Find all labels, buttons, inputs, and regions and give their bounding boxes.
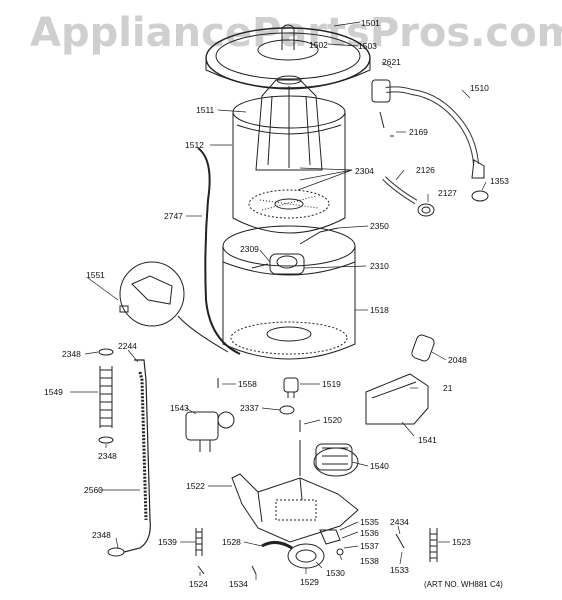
callout-1353: 1353 (490, 176, 509, 186)
callout-1528: 1528 (222, 537, 241, 547)
callout-1538: 1538 (360, 556, 379, 566)
part-1524 (197, 565, 205, 575)
detail-callout-bubble (119, 261, 229, 353)
drive-motor (313, 443, 359, 477)
callout-2337: 2337 (240, 403, 259, 413)
callout-2621: 2621 (382, 57, 401, 67)
callout-1535: 1535 (360, 517, 379, 527)
callout-1512: 1512 (185, 140, 204, 150)
wash-basket (232, 95, 346, 234)
callout-2127: 2127 (438, 188, 457, 198)
callout-1536: 1536 (360, 528, 379, 538)
callout-1511: 1511 (196, 105, 215, 115)
pressure-tube (197, 147, 241, 355)
callout-2434: 2434 (390, 517, 409, 527)
callout-1502: 1502 (309, 40, 328, 50)
leader-lines (70, 21, 487, 580)
bushing-1519 (283, 377, 299, 398)
pump-assembly (261, 529, 344, 569)
callout-2747: 2747 (164, 211, 183, 221)
screw-1534 (251, 565, 257, 575)
callout-1549: 1549 (44, 387, 63, 397)
spring-1539 (195, 528, 203, 556)
callout-2169: 2169 (409, 127, 428, 137)
callout-1529: 1529 (300, 577, 319, 587)
callout-1540: 1540 (370, 461, 389, 471)
callout-1524: 1524 (189, 579, 208, 589)
callout-2310: 2310 (370, 261, 389, 271)
base-frame (231, 440, 359, 543)
outer-tub-top (222, 225, 356, 276)
drain-hose-1549 (98, 348, 114, 444)
callout-2348-mid: 2348 (98, 451, 117, 461)
art-number: (ART NO. WH881 C4) (424, 580, 503, 589)
clamp-1353 (471, 190, 489, 202)
callout-1558: 1558 (238, 379, 257, 389)
balance-ring (205, 24, 371, 90)
callout-2244: 2244 (118, 341, 137, 351)
callout-1501: 1501 (361, 18, 380, 28)
callout-2126: 2126 (416, 165, 435, 175)
callout-1522: 1522 (186, 481, 205, 491)
callout-1520: 1520 (323, 415, 342, 425)
callout-21: 21 (443, 383, 453, 393)
clip-1533 (395, 533, 405, 549)
callout-1551: 1551 (86, 270, 105, 280)
water-valve (185, 411, 235, 452)
callout-1541: 1541 (418, 435, 437, 445)
callout-1534: 1534 (229, 579, 248, 589)
callout-1503: 1503 (358, 41, 377, 51)
callout-2348-bottom: 2348 (92, 530, 111, 540)
washer-2337 (279, 405, 295, 415)
agitator (255, 75, 323, 171)
drain-cover (365, 373, 429, 425)
callout-1510: 1510 (470, 83, 489, 93)
callout-2048: 2048 (448, 355, 467, 365)
callout-1539: 1539 (158, 537, 177, 547)
callout-1530: 1530 (326, 568, 345, 578)
callout-2348-top: 2348 (62, 349, 81, 359)
outer-tub (222, 262, 356, 360)
drain-hose-2244 (107, 359, 151, 557)
callout-1518: 1518 (370, 305, 389, 315)
callout-1543: 1543 (170, 403, 189, 413)
callout-1523: 1523 (452, 537, 471, 547)
callout-2309: 2309 (240, 244, 259, 254)
callout-1533: 1533 (390, 565, 409, 575)
callout-1519: 1519 (322, 379, 341, 389)
callout-2560: 2560 (84, 485, 103, 495)
inlet-hose (382, 135, 435, 217)
spring-1523 (429, 528, 438, 562)
callout-2304: 2304 (355, 166, 374, 176)
callout-1537: 1537 (360, 541, 379, 551)
fill-hose (371, 79, 485, 179)
callout-2350: 2350 (370, 221, 389, 231)
lint-filter (411, 334, 435, 362)
